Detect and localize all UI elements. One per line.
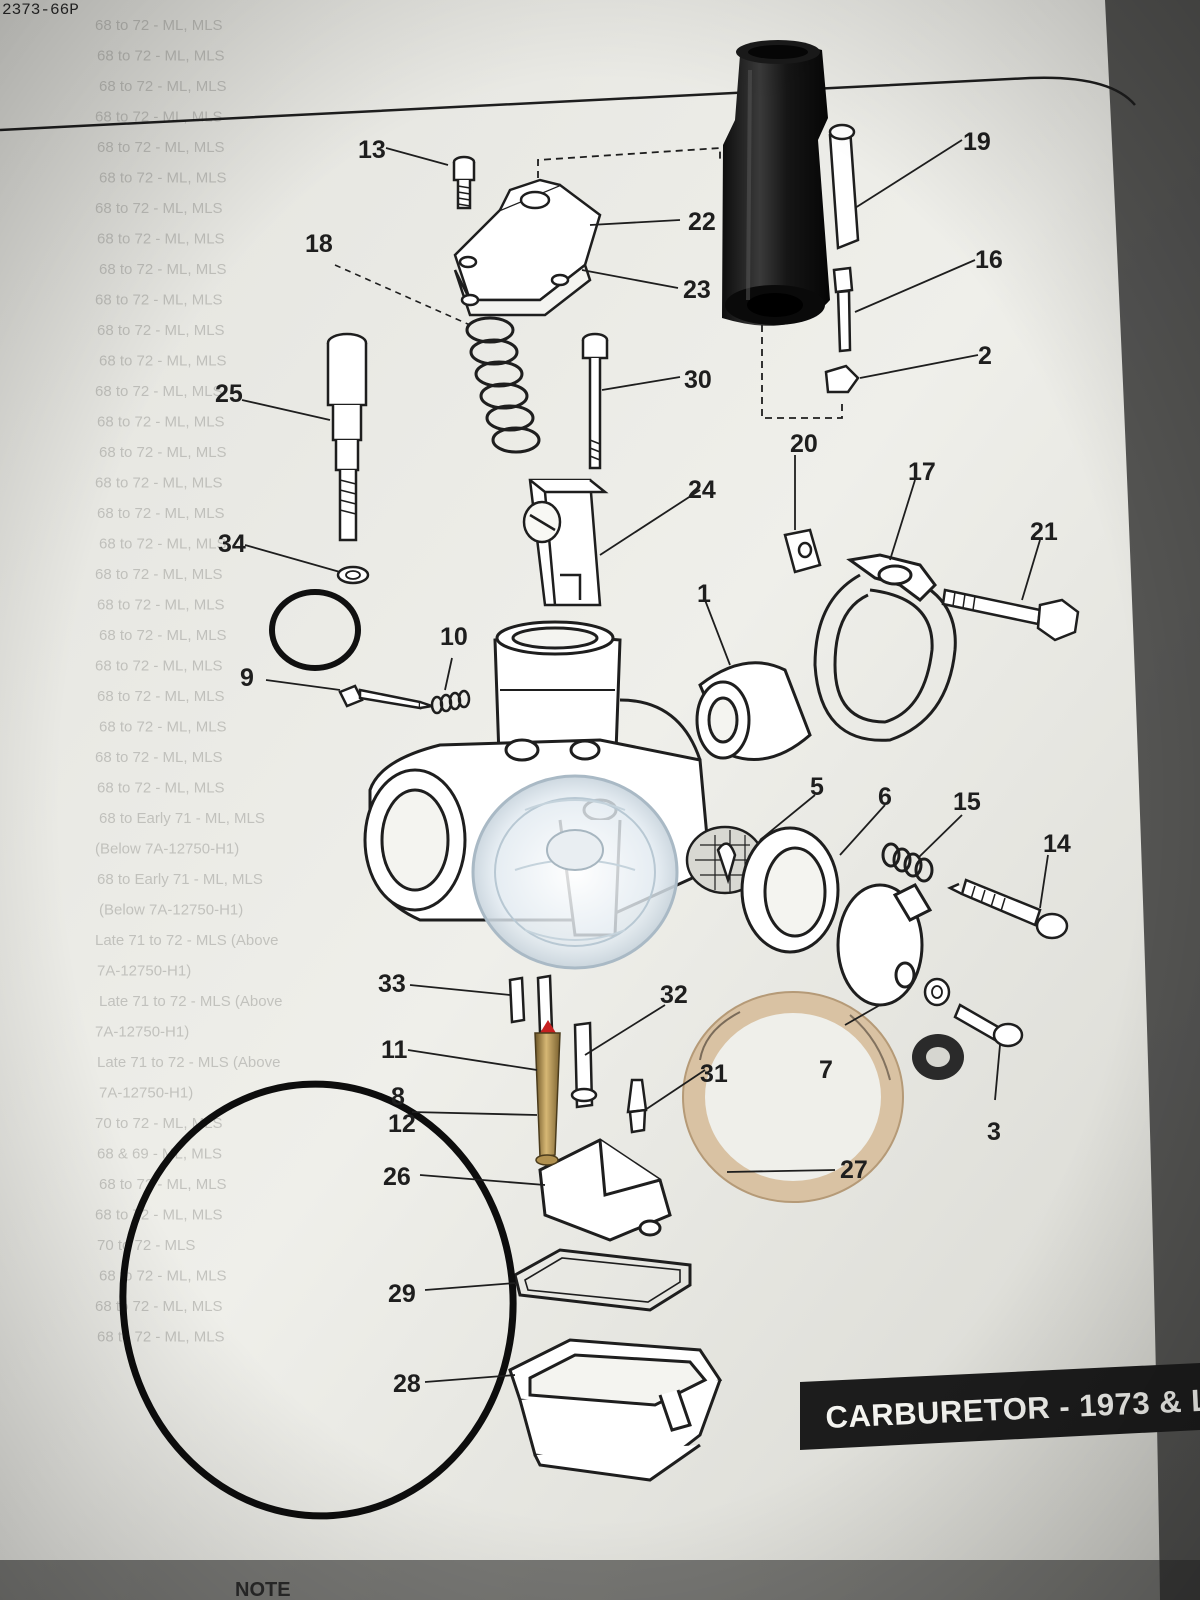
callout-8: 8 bbox=[391, 1083, 405, 1111]
callout-6: 6 bbox=[878, 783, 892, 811]
callout-19: 19 bbox=[963, 128, 991, 156]
background-list-line: 68 to 72 - ML, MLS bbox=[97, 231, 225, 248]
callout-1: 1 bbox=[697, 580, 711, 608]
background-list-line: 68 to 72 - ML, MLS bbox=[95, 475, 223, 492]
callout-12: 12 bbox=[388, 1110, 416, 1138]
callout-15: 15 bbox=[953, 788, 981, 816]
callout-33: 33 bbox=[378, 970, 406, 998]
background-list-line: 68 to 72 - ML, MLS bbox=[97, 780, 225, 797]
part-washer-small bbox=[923, 977, 951, 1007]
background-list-line: 7A-12750-H1) bbox=[99, 1085, 193, 1102]
background-list-line: 68 to 72 - ML, MLS bbox=[99, 170, 227, 187]
background-list-line: 68 to 72 - ML, MLS bbox=[99, 627, 227, 644]
callout-18: 18 bbox=[305, 230, 333, 258]
callout-11: 11 bbox=[381, 1036, 408, 1064]
background-list-line: 68 to 72 - ML, MLS bbox=[99, 1268, 227, 1285]
callout-22: 22 bbox=[688, 208, 716, 236]
callout-23: 23 bbox=[683, 276, 711, 304]
callout-16: 16 bbox=[975, 246, 1003, 274]
callout-9: 9 bbox=[240, 664, 254, 692]
background-list-line: 68 to 72 - ML, MLS bbox=[97, 688, 225, 705]
background-list-line: 7A-12750-H1) bbox=[95, 1024, 189, 1041]
callout-7: 7 bbox=[819, 1056, 833, 1084]
background-list-line: 7A-12750-H1) bbox=[97, 963, 191, 980]
background-list-line: 68 to Early 71 - ML, MLS bbox=[99, 810, 265, 827]
background-list-line: 68 to 72 - ML, MLS bbox=[97, 597, 225, 614]
callout-24: 24 bbox=[688, 476, 716, 504]
background-list-line: 68 to 72 - ML, MLS bbox=[95, 658, 223, 675]
callout-10: 10 bbox=[440, 623, 468, 651]
background-list-line: (Below 7A-12750-H1) bbox=[95, 841, 239, 858]
callout-29: 29 bbox=[388, 1280, 416, 1308]
background-list-line: 68 to 72 - ML, MLS bbox=[95, 200, 223, 217]
background-list-line: 68 to 72 - ML, MLS bbox=[95, 1207, 223, 1224]
background-list-line: 68 to 72 - ML, MLS bbox=[99, 1176, 227, 1193]
background-list-line: 68 & 69 - ML, MLS bbox=[97, 1146, 222, 1163]
callout-21: 21 bbox=[1030, 518, 1058, 546]
background-list-line: 68 to 72 - ML, MLS bbox=[95, 749, 223, 766]
background-list-line: Late 71 to 72 - MLS (Above bbox=[95, 932, 278, 949]
background-list-line: 68 to 72 - ML, MLS bbox=[99, 78, 227, 95]
callout-20: 20 bbox=[790, 430, 818, 458]
callout-3: 3 bbox=[987, 1118, 1001, 1146]
background-list-line: Late 71 to 72 - MLS (Above bbox=[97, 1054, 280, 1071]
background-list-line: 68 to 72 - ML, MLS bbox=[99, 353, 227, 370]
background-list-line: (Below 7A-12750-H1) bbox=[99, 902, 243, 919]
background-list-line: 68 to 72 - ML, MLS bbox=[97, 322, 225, 339]
photo-clear-filter bbox=[471, 774, 679, 970]
callout-2: 2 bbox=[978, 342, 992, 370]
callout-28: 28 bbox=[393, 1370, 421, 1398]
background-list-line: 68 to 72 - ML, MLS bbox=[99, 719, 227, 736]
callout-17: 17 bbox=[908, 458, 936, 486]
callout-25: 25 bbox=[215, 380, 243, 408]
background-list-line: 68 to 72 - ML, MLS bbox=[95, 383, 223, 400]
background-list-line: 68 to Early 71 - ML, MLS bbox=[97, 871, 263, 888]
part-jet-31 bbox=[626, 1078, 648, 1134]
background-list-line: 68 to 72 - ML, MLS bbox=[99, 261, 227, 278]
callout-27: 27 bbox=[840, 1156, 868, 1184]
background-list-line: 68 to 72 - ML, MLS bbox=[99, 444, 227, 461]
part-washer-34 bbox=[336, 565, 370, 585]
background-list-line: 68 to 72 - ML, MLS bbox=[99, 536, 227, 553]
background-list-line: 70 to 72 - MLS bbox=[97, 1237, 195, 1254]
background-list-line: 68 to 72 - ML, MLS bbox=[95, 566, 223, 583]
background-list-line: 68 to 72 - ML, MLS bbox=[95, 292, 223, 309]
background-list-line: 68 to 72 - ML, MLS bbox=[97, 139, 225, 156]
callout-26: 26 bbox=[383, 1163, 411, 1191]
part-gasket-6 bbox=[740, 826, 840, 954]
callout-5: 5 bbox=[810, 773, 824, 801]
bottom-shadow bbox=[0, 1560, 1200, 1600]
photo-rubber-boot bbox=[722, 40, 830, 326]
background-list-line: 68 to 72 - ML, MLS bbox=[97, 48, 225, 65]
callout-14: 14 bbox=[1043, 830, 1071, 858]
callout-34: 34 bbox=[218, 530, 246, 558]
background-list-line: 68 to 72 - ML, MLS bbox=[97, 1329, 225, 1346]
callout-30: 30 bbox=[684, 366, 712, 394]
header-fragment: 2373-66P bbox=[2, 1, 79, 19]
footer-fragment: NOTE bbox=[235, 1579, 291, 1600]
background-list-line: 68 to 72 - ML, MLS bbox=[97, 505, 225, 522]
callout-32: 32 bbox=[660, 981, 688, 1009]
background-list-line: 68 to 72 - ML, MLS bbox=[95, 17, 223, 34]
background-list-line: 68 to 72 - ML, MLS bbox=[95, 1298, 223, 1315]
background-list-line: 68 to 72 - ML, MLS bbox=[97, 414, 225, 431]
background-list-line: Late 71 to 72 - MLS (Above bbox=[99, 993, 282, 1010]
callout-13: 13 bbox=[358, 136, 386, 164]
part-screw-13 bbox=[452, 155, 476, 210]
callout-31: 31 bbox=[700, 1060, 728, 1088]
